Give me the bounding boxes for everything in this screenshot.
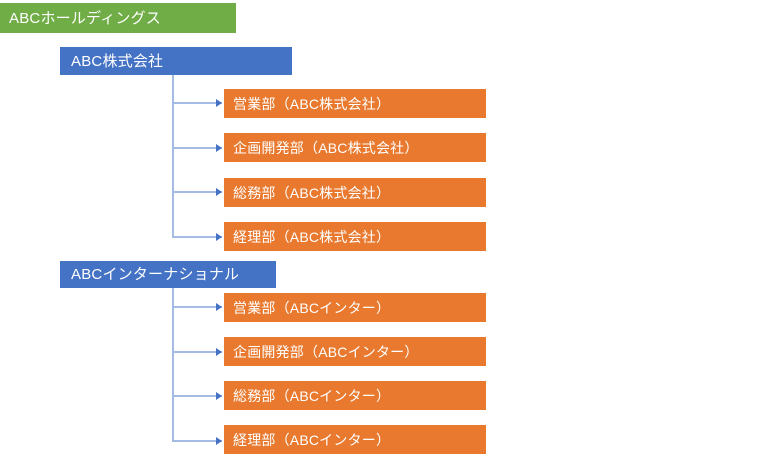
org-node-dept-label: 企画開発部（ABC株式会社） [233, 139, 419, 156]
org-node-dept-2-1[interactable]: 営業部（ABCインター） [224, 293, 486, 322]
org-node-dept-1-3[interactable]: 総務部（ABC株式会社） [224, 178, 486, 207]
arrow-icon-branch-1-3 [216, 188, 222, 196]
arrow-icon-branch-2-1 [216, 303, 222, 311]
connector-branch-1-2 [172, 147, 222, 149]
org-node-dept-label: 経理部（ABCインター） [233, 431, 391, 448]
connector-trunk-company-2 [172, 288, 174, 442]
connector-branch-1-3 [172, 191, 222, 193]
org-node-root[interactable]: ABCホールディングス [0, 3, 236, 33]
org-node-root-label: ABCホールディングス [9, 9, 161, 27]
org-node-dept-label: 総務部（ABCインター） [233, 387, 391, 404]
arrow-icon-branch-1-2 [216, 144, 222, 152]
org-node-dept-label: 企画開発部（ABCインター） [233, 343, 419, 360]
org-node-company-abc-kabushikigaisha[interactable]: ABC株式会社 [60, 47, 292, 75]
connector-branch-2-1 [172, 306, 222, 308]
org-node-company-label: ABC株式会社 [71, 52, 164, 70]
connector-branch-2-3 [172, 395, 222, 397]
arrow-icon-branch-2-3 [216, 392, 222, 400]
arrow-icon-branch-2-4 [216, 437, 222, 445]
org-node-dept-1-4[interactable]: 経理部（ABC株式会社） [224, 222, 486, 251]
connector-branch-2-2 [172, 351, 222, 353]
connector-branch-1-1 [172, 102, 222, 104]
arrow-icon-branch-1-1 [216, 99, 222, 107]
org-node-dept-label: 営業部（ABCインター） [233, 299, 391, 316]
org-node-company-abc-international[interactable]: ABCインターナショナル [60, 261, 276, 288]
org-node-company-label: ABCインターナショナル [71, 266, 240, 283]
connector-trunk-company-1 [172, 75, 174, 238]
org-node-dept-label: 経理部（ABC株式会社） [233, 228, 391, 245]
org-node-dept-label: 営業部（ABC株式会社） [233, 95, 391, 112]
connector-branch-2-4 [172, 440, 222, 442]
connector-branch-1-4 [172, 236, 222, 238]
org-node-dept-1-1[interactable]: 営業部（ABC株式会社） [224, 89, 486, 118]
org-node-dept-1-2[interactable]: 企画開発部（ABC株式会社） [224, 133, 486, 162]
arrow-icon-branch-1-4 [216, 233, 222, 241]
arrow-icon-branch-2-2 [216, 348, 222, 356]
org-node-dept-2-3[interactable]: 総務部（ABCインター） [224, 381, 486, 410]
org-node-dept-label: 総務部（ABC株式会社） [233, 184, 391, 201]
org-node-dept-2-2[interactable]: 企画開発部（ABCインター） [224, 337, 486, 366]
org-node-dept-2-4[interactable]: 経理部（ABCインター） [224, 425, 486, 454]
